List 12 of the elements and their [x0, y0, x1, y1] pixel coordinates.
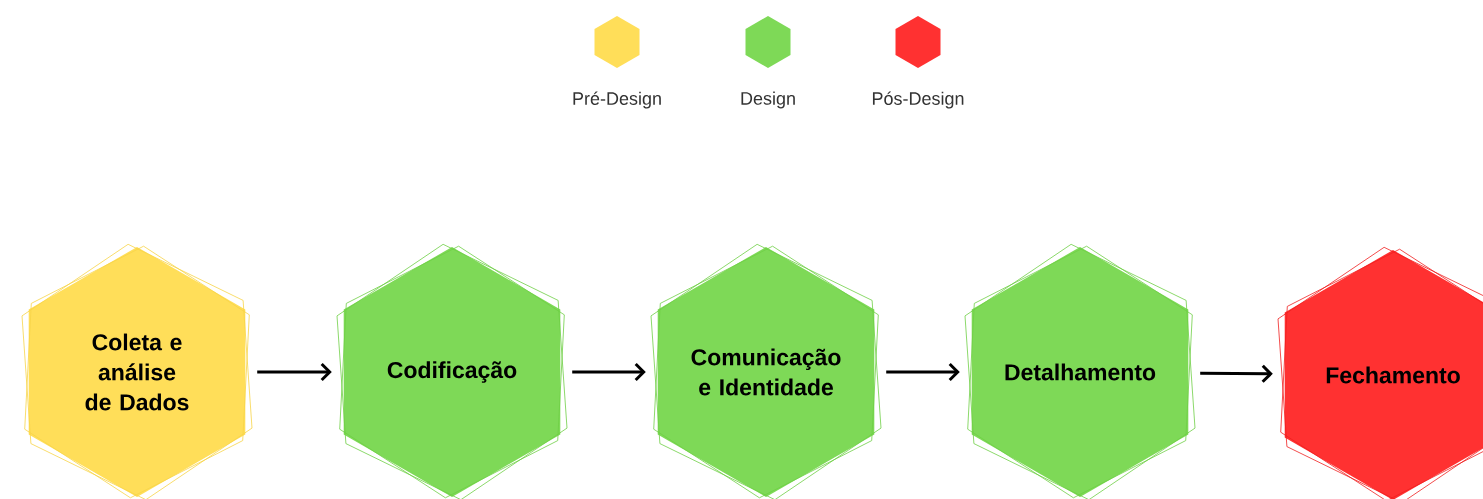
arrow: [1200, 364, 1273, 383]
hexagon: Detalhamento: [964, 243, 1196, 499]
arrow: [886, 362, 960, 382]
hexagon: Codificação: [336, 243, 568, 499]
legend-label: Design: [741, 91, 795, 109]
hexagon: Comunicação e Identidade: [650, 243, 882, 499]
arrow: [257, 362, 332, 382]
arrow: [572, 362, 646, 382]
legend-label: Pós-Design: [872, 91, 964, 109]
hexagon: Fechamento: [1277, 246, 1483, 499]
hexagon: Coleta e análise de Dados: [21, 243, 253, 499]
legend-label: Pré-Design: [573, 91, 661, 109]
